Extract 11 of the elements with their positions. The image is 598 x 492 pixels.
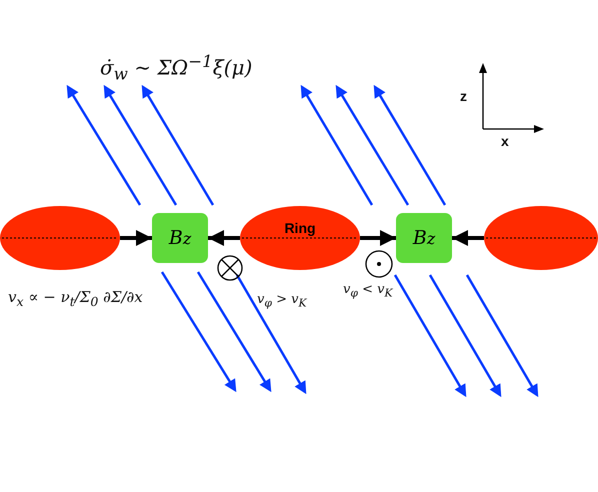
arrow <box>120 230 152 246</box>
velocity-equation: v$_{x}$ ∝ − ν$_{t}$/Σ$_{0}$ ∂Σ/∂x <box>8 288 143 309</box>
arrow <box>452 230 484 246</box>
rate-equation: σ̇$_{w}$ ∼ ΣΩ$^{−1}$ξ(μ) <box>100 52 252 84</box>
velocity-condition: v$_{φ}$ > v$_{K}$ <box>257 292 307 310</box>
ring-ellipse: Ring <box>240 206 360 270</box>
axis-label: x <box>501 133 509 149</box>
axis-label: z <box>460 88 467 104</box>
arrow <box>360 230 396 246</box>
velocity-condition: v$_{φ}$ < v$_{K}$ <box>343 282 393 300</box>
arrow <box>208 230 240 246</box>
